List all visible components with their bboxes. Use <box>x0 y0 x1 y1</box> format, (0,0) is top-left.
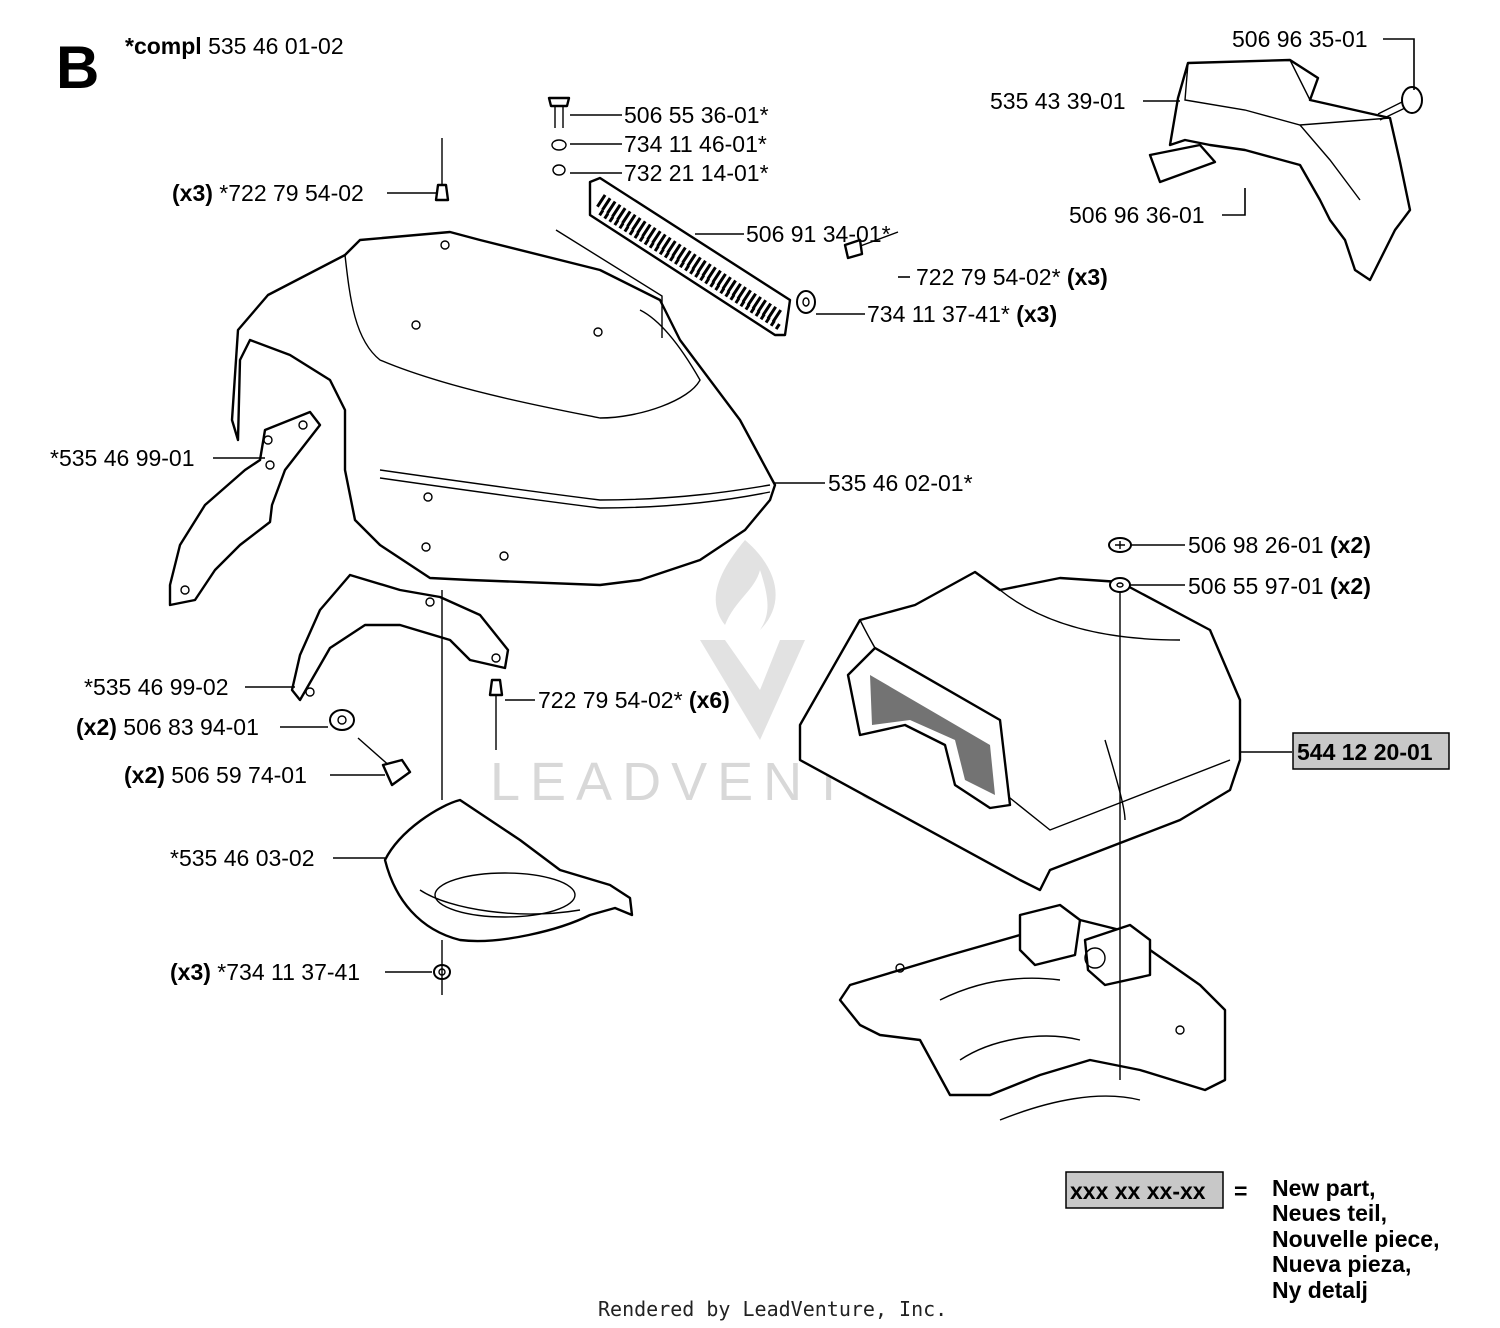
rivet-grille <box>843 231 899 260</box>
label-506-83-94-01: (x2) 506 83 94-01 <box>76 714 259 740</box>
new-part-highlight <box>1292 732 1450 770</box>
legend-line-sv: Ny detalj <box>1272 1277 1368 1303</box>
washer-grille <box>796 290 816 314</box>
label-506-96-35-01: 506 96 35-01 <box>1232 26 1368 52</box>
label-722-79-54-02-side: 722 79 54-02* (x6) <box>538 687 730 713</box>
label-506-55-36-01: 506 55 36-01* <box>624 102 769 128</box>
label-722-79-54-02-grille: 722 79 54-02* (x3) <box>916 264 1108 290</box>
guard-pin <box>1377 86 1423 121</box>
legend-line-en: New part, <box>1272 1175 1376 1201</box>
grille <box>588 176 792 337</box>
label-544-12-20-01: 544 12 20-01 <box>1297 739 1433 765</box>
legend-equals: = <box>1234 1178 1247 1204</box>
label-535-46-99-02: *535 46 99-02 <box>84 674 229 700</box>
label-734-11-46-01: 734 11 46-01* <box>624 131 767 157</box>
label-506-55-97-01: 506 55 97-01 (x2) <box>1188 573 1371 599</box>
label-732-21-14-01: 732 21 14-01* <box>624 160 769 186</box>
legend-line-de: Neues teil, <box>1272 1200 1387 1226</box>
chassis-frame <box>838 903 1227 1121</box>
legend-sample: xxx xx xx-xx <box>1070 1178 1206 1204</box>
label-535-46-02-01: 535 46 02-01* <box>828 470 973 496</box>
legend-sample-box <box>1065 1171 1224 1209</box>
assembly-label: *compl 535 46 01-02 <box>125 33 344 59</box>
label-506-91-34-01: 506 91 34-01* <box>746 221 891 247</box>
leader-lines <box>213 38 1415 973</box>
engine-hood <box>230 230 777 587</box>
grille-axis <box>555 229 663 338</box>
legend-line-fr: Nouvelle piece, <box>1272 1226 1439 1252</box>
footer-credit: Rendered by LeadVenture, Inc. <box>598 1297 947 1321</box>
side-plate-right <box>290 573 510 702</box>
label-506-96-36-01: 506 96 36-01 <box>1069 202 1205 228</box>
chute-guard <box>1148 58 1412 282</box>
side-plate-left <box>168 410 322 607</box>
washer-side <box>329 709 355 731</box>
top-hardware <box>547 96 571 176</box>
label-722-79-54-02-top: (x3) *722 79 54-02 <box>172 180 364 206</box>
hood-screw <box>1108 537 1132 553</box>
label-535-46-03-02: *535 46 03-02 <box>170 845 315 871</box>
section-letter: B <box>56 34 99 101</box>
label-734-11-37-41-bottom: (x3) *734 11 37-41 <box>170 959 360 985</box>
label-734-11-37-41-grille: 734 11 37-41* (x3) <box>867 301 1057 327</box>
rivet-top <box>434 138 450 202</box>
hood-washer <box>1109 577 1131 593</box>
rivet-side <box>488 678 504 750</box>
label-535-43-39-01: 535 43 39-01 <box>990 88 1126 114</box>
bolt-side <box>357 737 412 787</box>
legend-line-es: Nueva pieza, <box>1272 1251 1411 1277</box>
label-506-98-26-01: 506 98 26-01 (x2) <box>1188 532 1371 558</box>
belt-cover <box>383 798 634 943</box>
motor-hood <box>798 570 1242 892</box>
label-506-59-74-01: (x2) 506 59 74-01 <box>124 762 307 788</box>
label-535-46-99-01: *535 46 99-01 <box>50 445 195 471</box>
